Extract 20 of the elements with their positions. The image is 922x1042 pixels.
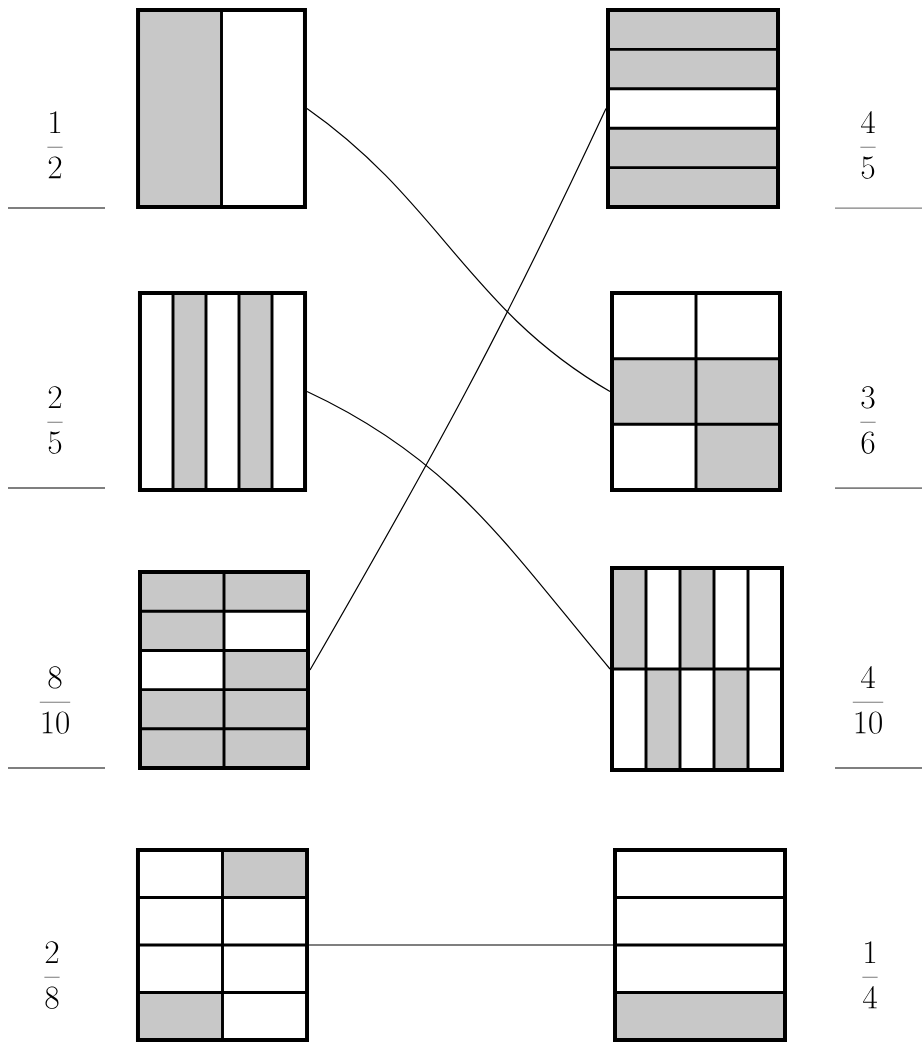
fraction-grid	[136, 7, 307, 210]
fraction-grid	[606, 7, 780, 210]
matching-line	[306, 390, 611, 670]
fraction: $\frac{4}{5}$	[860, 110, 876, 179]
fraction: $\frac{1}{2}$	[47, 111, 63, 179]
fraction-grid	[138, 570, 310, 770]
fraction-grid	[137, 290, 308, 493]
fraction: $\frac{2}{8}$	[44, 941, 60, 1009]
fraction-grid	[613, 848, 787, 1042]
matching-line	[306, 107, 611, 393]
fraction: $\frac{3}{6}$	[860, 386, 876, 454]
fraction: $\frac{4}{10}$	[852, 665, 884, 734]
matching-line	[308, 944, 614, 946]
fraction-grid	[135, 848, 310, 1042]
fraction-grid	[610, 290, 782, 493]
fraction: $\frac{2}{5}$	[47, 386, 63, 454]
fraction-grid	[610, 566, 784, 772]
fraction: $\frac{8}{10}$	[39, 666, 71, 734]
fraction: $\frac{1}{4}$	[862, 941, 878, 1009]
matching-line	[309, 107, 607, 671]
